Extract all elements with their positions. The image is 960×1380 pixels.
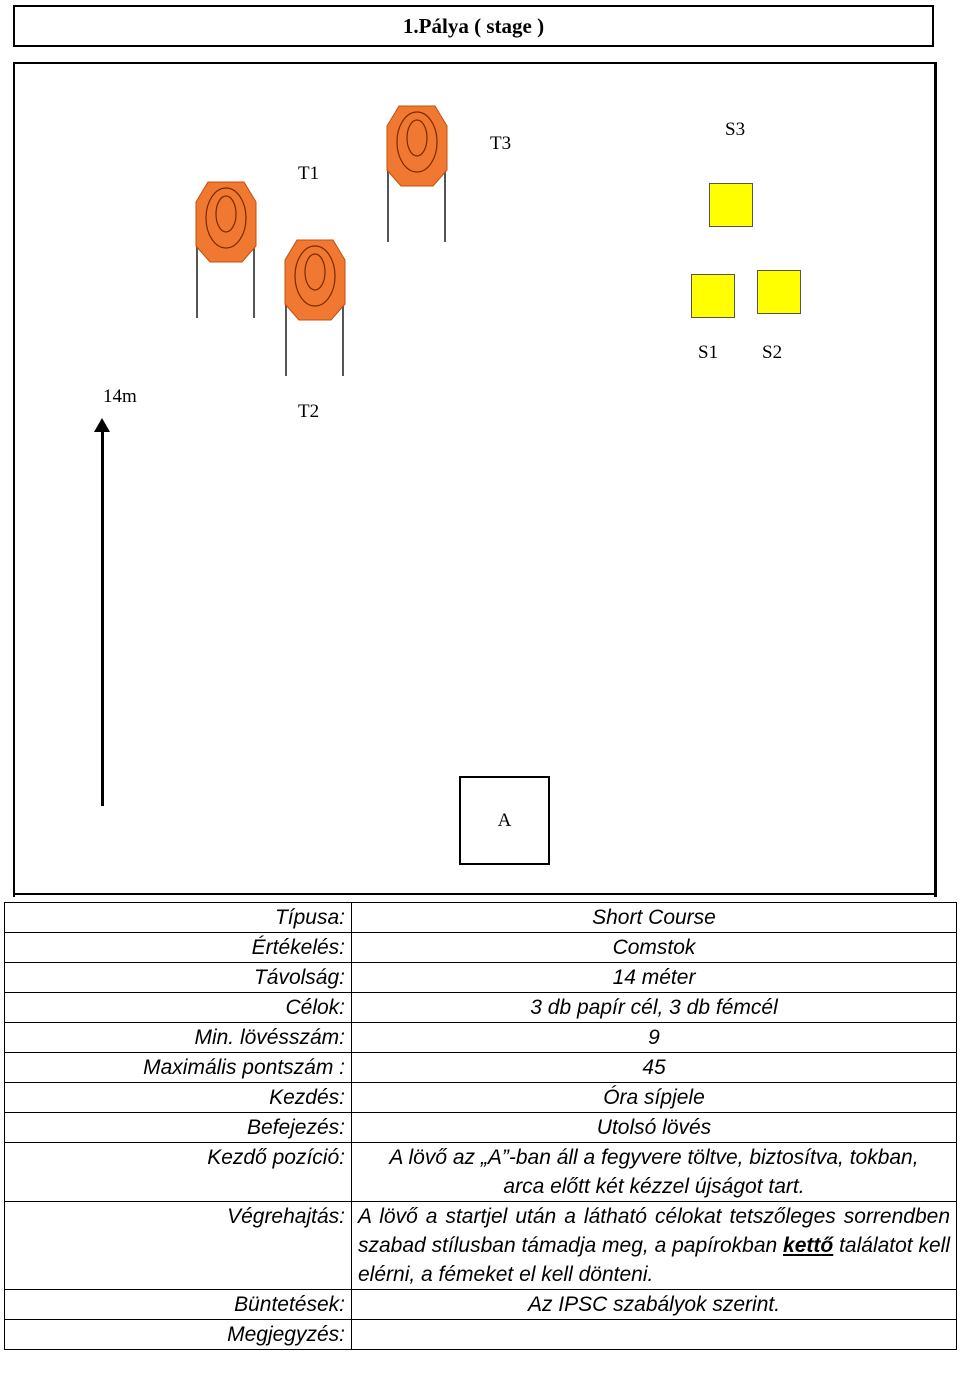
table-row: Távolság:14 méter (4, 962, 957, 993)
table-row: Megjegyzés: (4, 1319, 957, 1350)
info-key: Értékelés: (4, 932, 352, 963)
paper-target-t3 (386, 105, 448, 242)
execution-text-post: találatot kell elérni, a fémeket el kell… (358, 1234, 950, 1286)
info-value: 3 db papír cél, 3 db fémcél (351, 992, 957, 1023)
info-key: Kezdés: (4, 1082, 352, 1113)
table-row: Min. lövésszám:9 (4, 1022, 957, 1053)
info-key: Végrehajtás: (4, 1201, 352, 1290)
steel-target-s2 (757, 270, 801, 314)
paper-target-t1 (195, 181, 257, 318)
info-value (351, 1319, 957, 1350)
table-row: Végrehajtás:A lövő a startjel után a lát… (4, 1201, 957, 1290)
table-row: Maximális pontszám :45 (4, 1052, 957, 1083)
table-row: Büntetések:Az IPSC szabályok szerint. (4, 1289, 957, 1320)
info-value: Óra sípjele (351, 1082, 957, 1113)
info-key: Kezdő pozíció: (4, 1142, 352, 1202)
info-value: Utolsó lövés (351, 1112, 957, 1143)
table-row: Kezdés:Óra sípjele (4, 1082, 957, 1113)
info-key: Maximális pontszám : (4, 1052, 352, 1083)
page-title: 1.Pálya ( stage ) (13, 5, 934, 47)
steel-target-s3 (709, 183, 753, 227)
info-key: Típusa: (4, 902, 352, 933)
execution-text-emphasis: kettő (783, 1234, 834, 1257)
page-title-text: 1.Pálya ( stage ) (402, 13, 545, 38)
info-value: Short Course (351, 902, 957, 933)
stage-bottom-border (13, 893, 937, 895)
info-value: 45 (351, 1052, 957, 1083)
info-value: Az IPSC szabályok szerint. (351, 1289, 957, 1320)
start-position-box: A (459, 776, 550, 865)
info-value: A lövő a startjel után a látható célokat… (351, 1201, 957, 1290)
steel-target-s1 (691, 274, 735, 318)
info-key: Célok: (4, 992, 352, 1023)
steel-label-s3: S3 (725, 119, 746, 140)
distance-label: 14m (103, 386, 137, 407)
execution-text-pre: A lövő a startjel után a látható célokat… (358, 1205, 950, 1257)
arrow-up-icon (94, 418, 110, 432)
info-key: Befejezés: (4, 1112, 352, 1143)
target-label-t3: T3 (490, 133, 512, 154)
info-key: Büntetések: (4, 1289, 352, 1320)
info-value: 9 (351, 1022, 957, 1053)
steel-label-s2: S2 (762, 342, 783, 363)
info-value: A lövő az „A”-ban áll a fegyvere töltve,… (351, 1142, 957, 1202)
table-row: Célok:3 db papír cél, 3 db fémcél (4, 992, 957, 1023)
table-row: Típusa:Short Course (4, 902, 957, 933)
info-key: Távolság: (4, 962, 352, 993)
table-row: Értékelés:Comstok (4, 932, 957, 963)
info-key: Megjegyzés: (4, 1319, 352, 1350)
info-value: Comstok (351, 932, 957, 963)
info-value: 14 méter (351, 962, 957, 993)
stage-diagram (13, 62, 937, 897)
table-row: Kezdő pozíció:A lövő az „A”-ban áll a fe… (4, 1142, 957, 1202)
target-label-t2: T2 (298, 401, 320, 422)
info-key: Min. lövésszám: (4, 1022, 352, 1053)
paper-target-t2 (284, 239, 346, 376)
distance-arrow-line (101, 430, 104, 806)
steel-label-s1: S1 (698, 342, 719, 363)
start-position-label: A (497, 809, 512, 831)
table-row: Befejezés:Utolsó lövés (4, 1112, 957, 1143)
target-label-t1: T1 (298, 163, 320, 184)
stage-info-table: Típusa:Short Course Értékelés:Comstok Tá… (4, 902, 957, 1350)
